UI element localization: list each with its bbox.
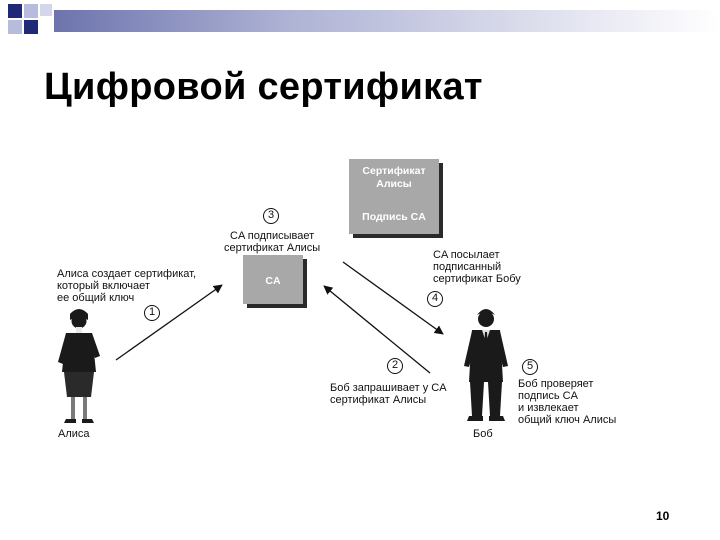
step-circle-2 [387, 358, 403, 374]
step-number-5: 5 [526, 360, 534, 372]
step-number-4: 4 [431, 292, 439, 304]
ca-box [243, 255, 303, 304]
step-circle-3 [263, 208, 279, 224]
step-label-4: CA посылает подписанный сертификат Бобу [433, 249, 521, 285]
step-label-5: Боб проверяет подпись CA и извлекает общ… [518, 378, 617, 426]
page-number: 10 [656, 509, 670, 523]
certificate-box-title: Сертификат Алисы [362, 165, 426, 190]
step-number-3: 3 [267, 209, 275, 221]
step-label-3: CA подписывает сертификат Алисы [224, 230, 321, 254]
step-label-2: Боб запрашивает у CA сертификат Алисы [330, 382, 447, 406]
bob-name-label: Боб [473, 428, 493, 440]
deco-square-dark [24, 20, 38, 34]
slide-title: Цифровой сертификат [44, 66, 483, 108]
bob-figure [464, 309, 508, 421]
step-label-1: Алиса создает сертификат, который включа… [57, 268, 197, 304]
deco-square-dark [8, 4, 22, 18]
top-decorative-bar [8, 4, 720, 34]
certificate-box [349, 159, 439, 234]
arrow-ca-to-bob [342, 261, 444, 335]
step-circle-4 [427, 291, 443, 307]
certificate-box-signature: Подпись CA [362, 211, 426, 223]
deco-square-light [8, 20, 22, 34]
arrow-alice-to-ca [115, 284, 223, 361]
deco-square-light [40, 4, 52, 16]
step-number-2: 2 [391, 359, 399, 371]
deco-square-light [24, 4, 38, 18]
alice-figure [58, 309, 100, 423]
step-circle-1 [144, 305, 160, 321]
alice-name-label: Алиса [58, 428, 90, 440]
step-number-1: 1 [148, 306, 156, 318]
arrow-bob-to-ca [323, 285, 431, 374]
ca-box-label: CA [265, 275, 281, 287]
step-circle-5 [522, 359, 538, 375]
